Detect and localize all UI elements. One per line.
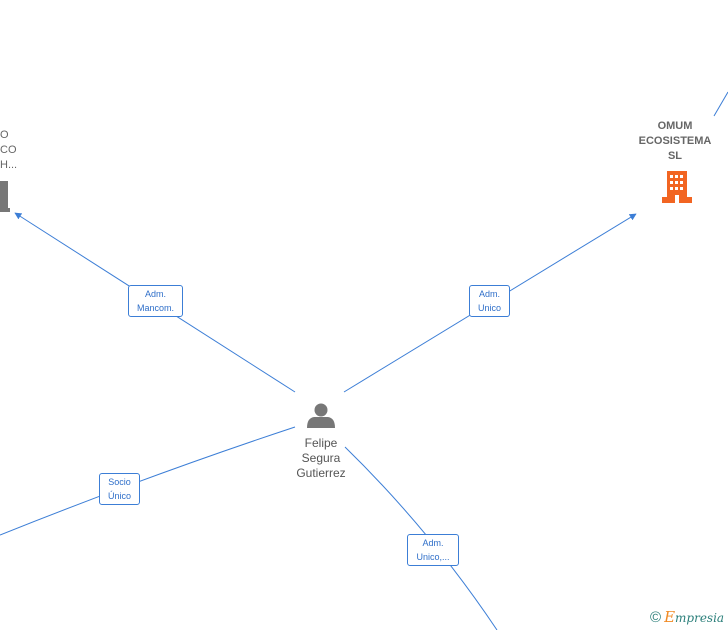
person-icon[interactable] — [307, 403, 335, 429]
building-icon-left[interactable] — [0, 181, 10, 212]
edge-label-adm-unico[interactable]: Adm. Unico — [469, 285, 510, 317]
company-right-label[interactable]: OMUM ECOSISTEMA SL — [638, 120, 712, 162]
empresia-logo: ©Empresia — [650, 608, 725, 626]
edge-label-socio-unico[interactable]: Socio Único — [99, 473, 140, 505]
edge-top-right-offscreen — [713, 91, 728, 117]
edge-label-adm-mancom[interactable]: Adm. Mancom. — [128, 285, 183, 317]
company-left-label[interactable]: O CO H... — [0, 129, 18, 171]
edge-label-adm-unico-more[interactable]: Adm. Unico,... — [407, 534, 459, 566]
person-label[interactable]: Felipe Segura Gutierrez — [296, 436, 346, 480]
building-icon[interactable] — [662, 171, 692, 203]
edge-to-bottom-left — [0, 426, 296, 536]
copyright-symbol: © — [650, 609, 662, 626]
